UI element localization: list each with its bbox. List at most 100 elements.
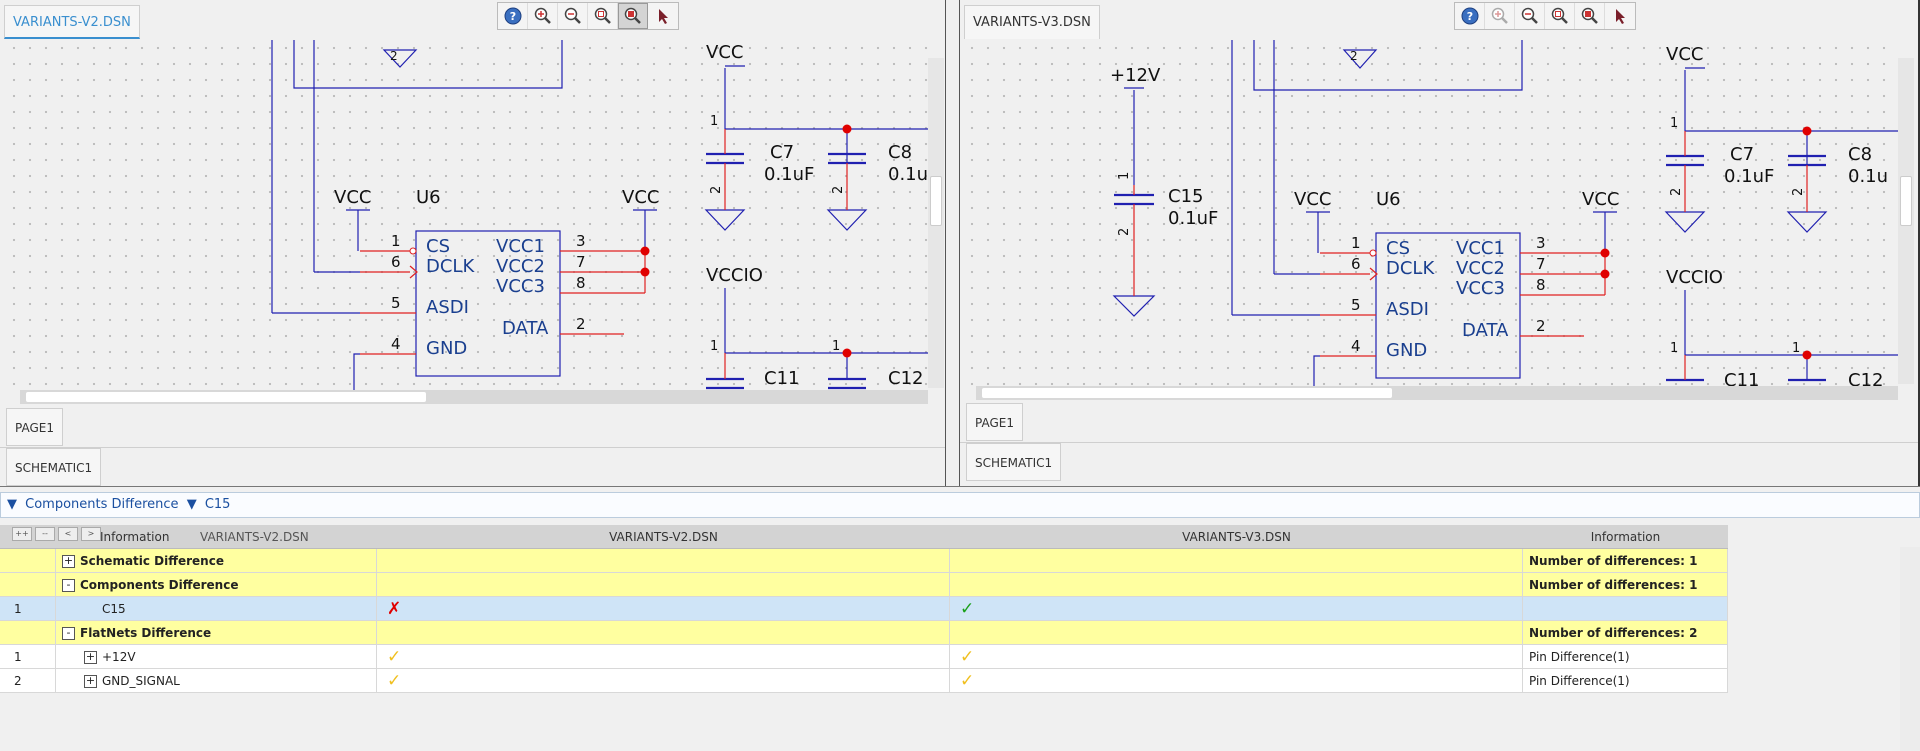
right-vertical-scrollbar[interactable] [1898,58,1914,384]
row-info [1523,597,1728,621]
zoom-all-icon[interactable] [618,3,648,29]
doc-tab-v3[interactable]: VARIANTS-V3.DSN [964,5,1100,39]
row-v3-cell [950,549,1523,573]
zoom-in-icon[interactable] [1485,3,1515,29]
row-name-cell: -FlatNets Difference [56,621,377,645]
c7-pin2: 2 [709,186,724,194]
row-v2-cell: ✗ [377,597,950,621]
expand-plus-icon[interactable]: + [62,554,75,568]
breadcrumb-expand-icon[interactable]: ▼ [7,497,17,512]
left-page-tab[interactable]: PAGE1 [6,408,63,446]
pin-num-8: 8 [1536,276,1546,294]
c11-pin1: 1 [1670,341,1678,356]
row-number: 2 [0,669,56,693]
left-vertical-scrollbar[interactable] [928,58,944,388]
right-schematic-canvas[interactable]: +12V C15 0.1uF 1 2 VCC VCC VCC VCCIO U6 … [964,40,1898,386]
svg-text:?: ? [1466,10,1472,23]
zoom-area-icon[interactable] [588,3,618,29]
zoom-out-icon[interactable] [1515,3,1545,29]
pin-num-3: 3 [1536,234,1546,252]
u6-ref-label: U6 [1376,189,1401,210]
row-component-c15[interactable]: 1 C15 ✗ ✓ [0,597,1728,621]
zoom-out-icon[interactable] [558,3,588,29]
c12-ref: C12 [1848,370,1883,386]
right-horizontal-scroll-thumb[interactable] [982,388,1392,398]
row-number [0,573,56,597]
c15-ref: C15 [1168,186,1203,207]
select-arrow-icon[interactable] [648,3,678,29]
zoom-area-icon[interactable] [1545,3,1575,29]
vccio-label: VCCIO [1666,267,1723,288]
right-page-tab[interactable]: PAGE1 [966,403,1023,441]
header-v3[interactable]: VARIANTS-V3.DSN [1182,530,1291,544]
u6-vcc-right-label: VCC [1582,189,1619,210]
c11-ref: C11 [1724,370,1759,386]
pane-splitter[interactable] [945,0,960,486]
row-net-plus12v[interactable]: 1 ++12V ✓ ✓ Pin Difference(1) [0,645,1728,669]
left-vertical-scroll-thumb[interactable] [930,176,942,226]
row-name: GND_SIGNAL [102,674,180,688]
row-info: Pin Difference(1) [1523,669,1728,693]
right-horizontal-scrollbar[interactable] [976,386,1898,400]
pin-num-8: 8 [576,274,586,292]
right-tabstrip-divider [960,442,1918,443]
expand-plus-icon[interactable]: + [84,674,97,688]
zoom-in-icon[interactable] [528,3,558,29]
breadcrumb-root[interactable]: Components Difference [25,497,179,512]
collapse-all-icon[interactable]: -- [35,527,55,541]
c8-ref: C8 [1848,144,1872,165]
left-schematic-tab[interactable]: SCHEMATIC1 [6,448,102,486]
zoom-all-icon[interactable] [1575,3,1605,29]
pin-num-5: 5 [391,294,401,312]
breadcrumb-child[interactable]: C15 [204,497,231,512]
row-components-difference[interactable]: -Components Difference Number of differe… [0,573,1728,597]
row-v3-cell [950,573,1523,597]
pin-num-1: 1 [1351,234,1361,252]
row-info: Pin Difference(1) [1523,645,1728,669]
left-schematic-canvas[interactable]: VCC VCC VCC VCCIO U6 2 1 6 5 4 3 7 8 2 C… [6,40,928,390]
left-schematic-pane: VARIANTS-V2.DSN ? [0,0,946,486]
prev-difference-icon[interactable]: < [58,527,78,541]
c15-value: 0.1uF [1168,208,1218,229]
help-icon[interactable]: ? [498,3,528,29]
select-arrow-icon[interactable] [1605,3,1635,29]
missing-x-icon: ✗ [387,599,402,619]
pin-num-1: 1 [391,232,401,250]
c7-value: 0.1uF [1724,166,1774,187]
vccio-label: VCCIO [706,265,763,286]
row-flatnets-difference[interactable]: -FlatNets Difference Number of differenc… [0,621,1728,645]
difference-vertical-scrollbar[interactable] [1900,547,1920,751]
right-schematic-tab[interactable]: SCHEMATIC1 [966,443,1062,481]
c12-pin1: 1 [1792,341,1800,356]
pin-num-2: 2 [576,315,586,333]
row-name: +12V [102,650,136,664]
row-name: Components Difference [80,578,239,592]
help-icon[interactable]: ? [1455,3,1485,29]
collapse-minus-icon[interactable]: - [62,627,75,640]
header-information-left[interactable]: Information [100,530,170,544]
expand-all-icon[interactable]: ++ [12,527,32,541]
c7-pin1: 1 [710,114,718,129]
header-v2[interactable]: VARIANTS-V2.DSN [609,530,718,544]
left-horizontal-scrollbar[interactable] [20,390,928,404]
expand-plus-icon[interactable]: + [84,650,97,664]
collapse-minus-icon[interactable]: - [62,579,75,592]
row-v2-cell [377,549,950,573]
right-pane-border [1918,0,1920,486]
right-view-toolbar: ? [1454,2,1636,30]
pin-num-7: 7 [1536,255,1546,273]
row-schematic-difference[interactable]: +Schematic Difference Number of differen… [0,549,1728,573]
next-difference-icon[interactable]: > [81,527,101,541]
row-v3-cell [950,621,1523,645]
right-vertical-scroll-thumb[interactable] [1900,176,1912,226]
c7-value: 0.1uF [764,164,814,185]
c15-pin2: 2 [1117,228,1132,236]
doc-tab-v2[interactable]: VARIANTS-V2.DSN [4,5,140,39]
u6-vcc-right-label: VCC [622,187,659,208]
row-info: Number of differences: 2 [1523,621,1728,645]
row-number [0,621,56,645]
c7-ref: C7 [1730,144,1754,165]
header-information-right[interactable]: Information [1590,530,1661,544]
left-horizontal-scroll-thumb[interactable] [26,392,426,402]
row-net-gnd-signal[interactable]: 2 +GND_SIGNAL ✓ ✓ Pin Difference(1) [0,669,1728,693]
